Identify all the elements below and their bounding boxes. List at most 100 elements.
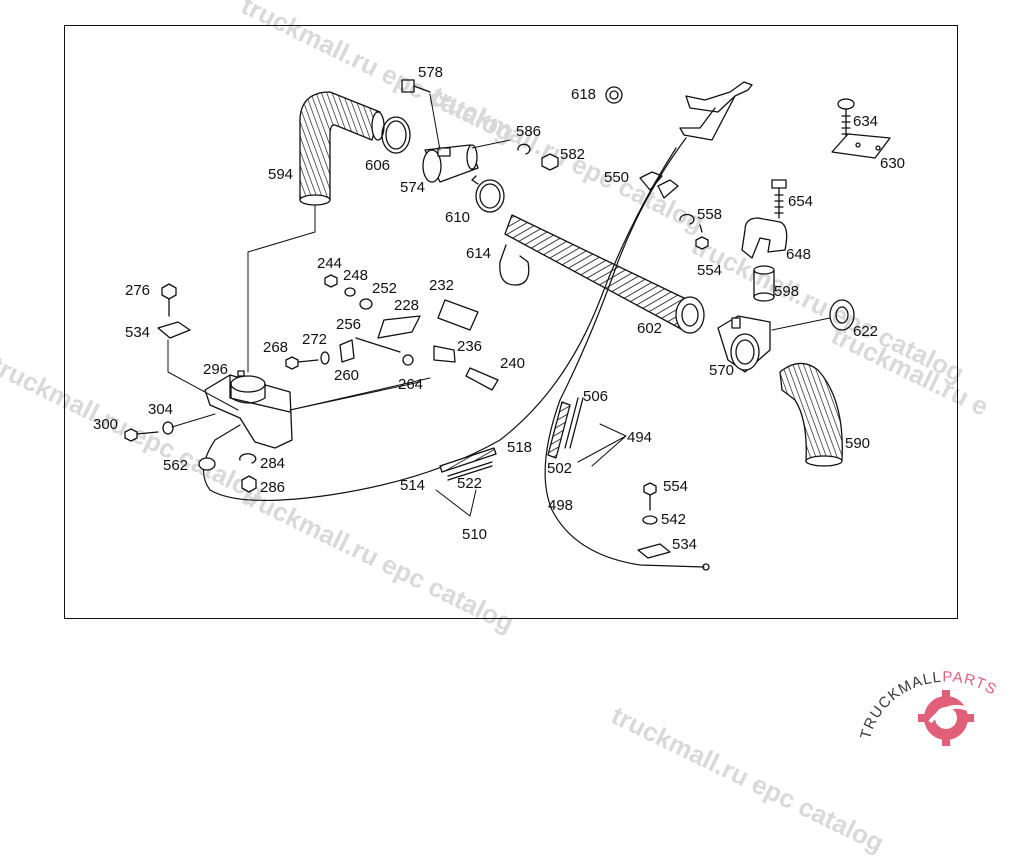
label-268: 268 [263, 339, 288, 356]
brand-suffix: PARTS [942, 669, 1000, 699]
bolt-268 [285, 356, 299, 370]
sleeve-598 [753, 265, 775, 302]
spring-502 [547, 401, 571, 459]
clamp-606 [381, 116, 411, 154]
plate-630 [831, 133, 891, 159]
clamp-610 [475, 179, 505, 213]
label-582: 582 [560, 146, 585, 163]
label-244: 244 [317, 255, 342, 272]
bolt-554-top [695, 224, 709, 250]
label-284: 284 [260, 455, 285, 472]
label-654: 654 [788, 193, 813, 210]
label-542: 542 [661, 511, 686, 528]
spring-washer-586 [517, 143, 531, 155]
label-304: 304 [148, 401, 173, 418]
washer-542 [642, 515, 658, 525]
corrugated-hose-602 [504, 214, 705, 334]
label-506: 506 [583, 388, 608, 405]
label-590: 590 [845, 435, 870, 452]
ring-622 [829, 299, 855, 331]
label-236: 236 [457, 338, 482, 355]
label-498: 498 [548, 497, 573, 514]
tube-522 [447, 461, 493, 477]
cable-line [544, 137, 705, 568]
label-618: 618 [571, 86, 596, 103]
label-264: 264 [398, 376, 423, 393]
screw-654 [771, 179, 787, 219]
label-586: 586 [516, 123, 541, 140]
coupling-574 [422, 144, 479, 183]
label-510: 510 [462, 526, 487, 543]
clip-260 [339, 339, 355, 363]
label-602: 602 [637, 320, 662, 337]
label-622: 622 [853, 323, 878, 340]
label-232: 232 [429, 277, 454, 294]
label-276: 276 [125, 282, 150, 299]
washer-248 [344, 287, 356, 297]
label-570: 570 [709, 362, 734, 379]
grommet-562 [198, 457, 216, 471]
label-594: 594 [268, 166, 293, 183]
label-502: 502 [547, 460, 572, 477]
label-574: 574 [400, 179, 425, 196]
label-554-bottom: 554 [663, 478, 688, 495]
bolt-240 [465, 367, 499, 391]
label-240: 240 [500, 355, 525, 372]
sleeve-236 [433, 345, 456, 363]
label-550: 550 [604, 169, 629, 186]
label-534-bottom: 534 [672, 536, 697, 553]
nut-582 [541, 153, 559, 171]
spring-washer-558 [679, 213, 695, 225]
hose-clip-614 [499, 244, 530, 286]
label-558: 558 [697, 206, 722, 223]
bracket-550 [639, 81, 753, 199]
label-300: 300 [93, 416, 118, 433]
rod-256 [355, 337, 401, 353]
label-260: 260 [334, 367, 359, 384]
label-554-top: 554 [697, 262, 722, 279]
label-578: 578 [418, 64, 443, 81]
label-634: 634 [853, 113, 878, 130]
bolt-578 [401, 79, 441, 151]
label-614: 614 [466, 245, 491, 262]
screw-634 [837, 98, 855, 141]
bolt-300 [124, 428, 138, 442]
tube-506 [564, 397, 579, 449]
nut-286 [241, 475, 257, 493]
washer-272 [320, 351, 330, 365]
washer-304 [162, 421, 174, 435]
elbow-hose-594 [299, 91, 385, 206]
truckmall-parts-logo: TRUCKMALLPARTS [858, 669, 1000, 746]
label-514: 514 [400, 477, 425, 494]
bracket-228 [377, 315, 421, 339]
spring-514 [439, 447, 497, 473]
bolt-554-bottom [643, 482, 657, 511]
label-534-top: 534 [125, 324, 150, 341]
label-248: 248 [343, 267, 368, 284]
bolt-276 [161, 283, 177, 317]
label-630: 630 [880, 155, 905, 172]
label-296: 296 [203, 361, 228, 378]
label-286: 286 [260, 479, 285, 496]
spring-washer-284 [239, 453, 257, 464]
label-228: 228 [394, 297, 419, 314]
label-494: 494 [627, 429, 652, 446]
heater-unit-296 [204, 370, 293, 449]
plate-232 [437, 299, 479, 331]
label-606: 606 [365, 157, 390, 174]
label-252: 252 [372, 280, 397, 297]
label-518: 518 [507, 439, 532, 456]
label-272: 272 [302, 331, 327, 348]
parts-diagram: 578 618 634 630 594 606 574 586 582 550 … [93, 64, 905, 571]
elbow-648 [741, 217, 788, 259]
washer-252 [359, 298, 373, 310]
label-256: 256 [336, 316, 361, 333]
washer-264 [402, 354, 414, 366]
gear-icon [918, 690, 974, 746]
diagram-frame [64, 25, 958, 619]
clip-534-bottom [637, 543, 671, 559]
label-598: 598 [774, 283, 799, 300]
label-648: 648 [786, 246, 811, 263]
clip-534 [157, 321, 191, 339]
grommet-618 [605, 86, 623, 104]
